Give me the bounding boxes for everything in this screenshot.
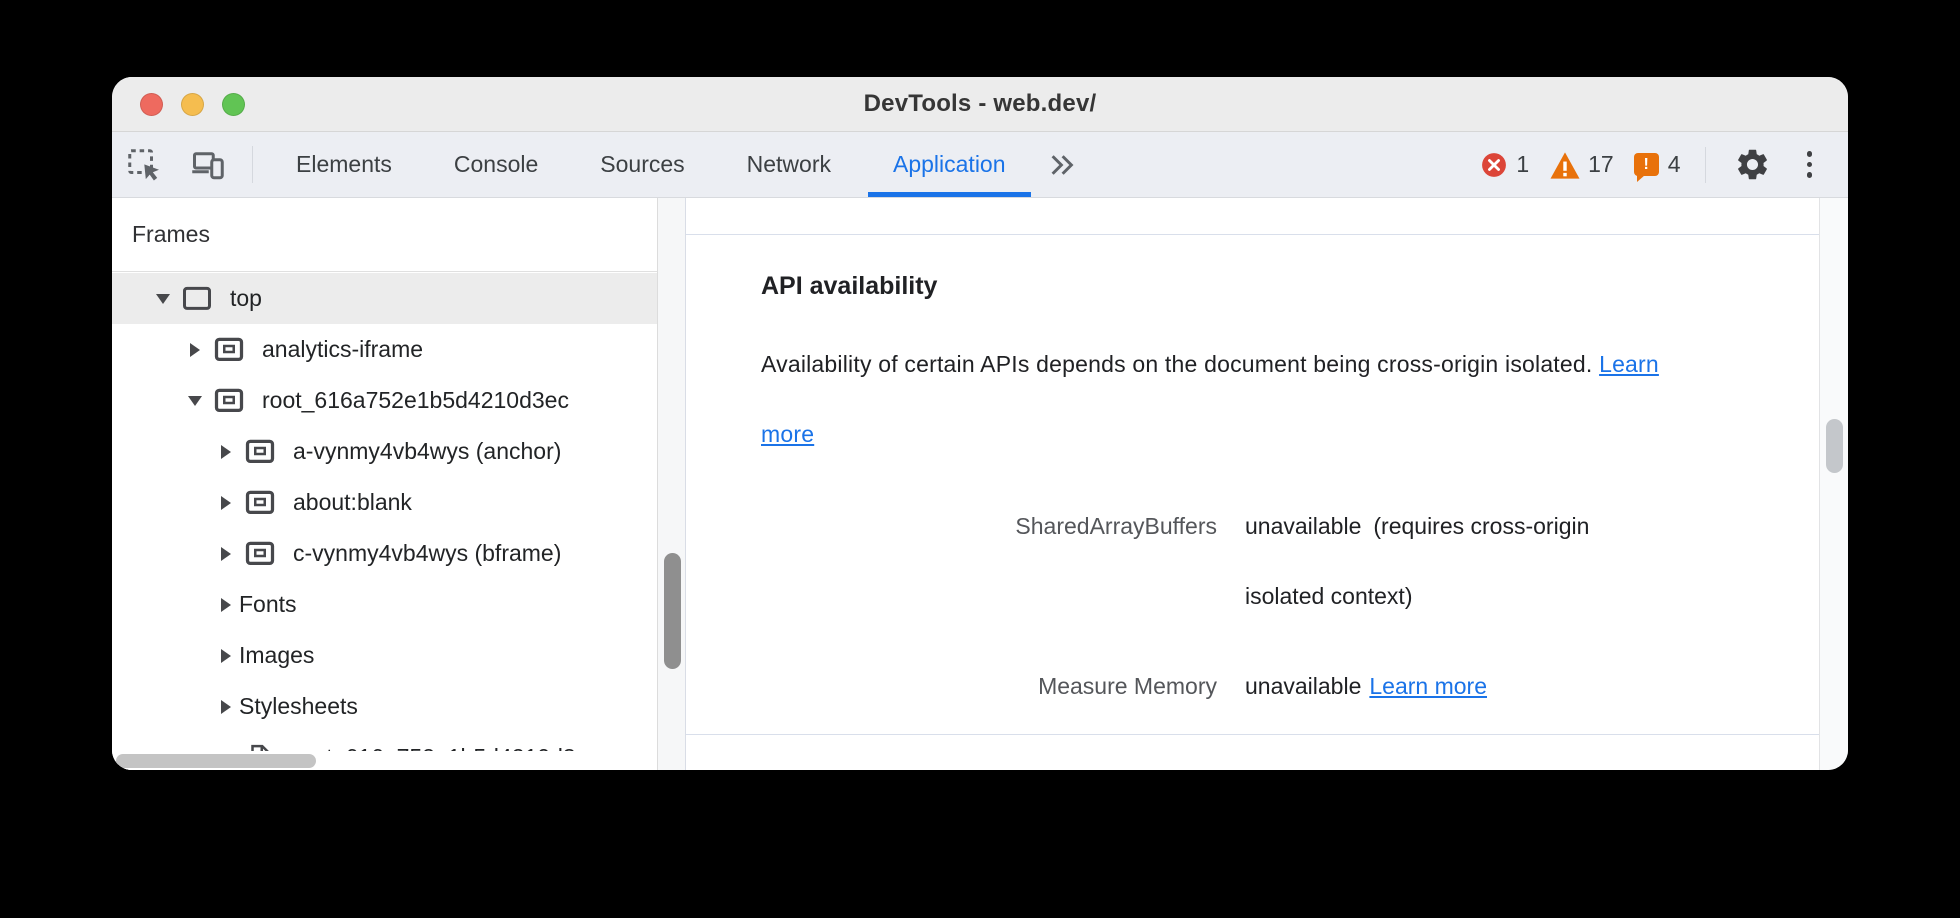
titlebar: DevTools - web.dev/ [112,77,1848,132]
tree-item-label: root_616a752e1b5d4210d3ec [262,387,569,413]
tree-item-stylesheets[interactable]: Stylesheets [112,681,657,732]
more-tabs-button[interactable] [1037,132,1087,197]
tree-item-label: analytics-iframe [262,336,424,362]
error-icon [1481,152,1507,178]
double-chevron-icon [1047,150,1077,180]
sidebar-vertical-scrollbar [657,198,686,770]
tree-item-label: about:blank [293,489,412,515]
tree-item-root-616a752e1b5d4210d3ec[interactable]: root_616a752e1b5d4210d3ec [112,375,657,426]
tree-item-images[interactable]: Images [112,630,657,681]
error-count: 1 [1516,151,1530,177]
iframe-icon [212,386,246,416]
iframe-icon [243,488,277,518]
tab-network[interactable]: Network [746,151,831,177]
api-availability-heading: API availability [761,272,938,300]
api-row-value: unavailable Learn more [1245,651,1675,721]
api-row-label: SharedArrayBuffers [1015,513,1217,539]
traffic-lights [140,77,245,131]
frame-details-view: API availability Availability of certain… [686,198,1819,770]
devtools-toolbar: Elements Console Sources Network Application [112,132,1848,198]
gear-icon [1734,146,1771,183]
chevron-collapsed-icon[interactable] [213,495,239,510]
inspect-cursor-icon [126,147,162,183]
section-divider [686,234,1819,235]
chevron-collapsed-icon[interactable] [213,546,239,561]
tab-application[interactable]: Application [862,132,1037,197]
kebab-dot [1806,161,1812,168]
section-divider [686,734,1819,735]
panel-tabs: Elements Console Sources Network Application [265,132,1037,197]
toolbar-separator [1704,146,1706,183]
sidebar-scrollbar-thumb[interactable] [664,553,681,669]
tree-item-label: Images [239,642,315,668]
kebab-dot [1806,172,1812,178]
tree-item-analytics-iframe[interactable]: analytics-iframe [112,324,657,375]
sidebar-horizontal-scrollbar [112,751,657,770]
chevron-expanded-icon[interactable] [150,293,176,304]
content-vertical-scrollbar [1819,198,1848,770]
tab-console[interactable]: Console [453,151,539,177]
tree-item-c-vynmy4vb4wys-bframe-[interactable]: c-vynmy4vb4wys (bframe) [112,528,657,579]
frames-section-header[interactable]: Frames [112,198,657,272]
console-errors-badge[interactable]: 1 [1481,151,1529,178]
close-window-button[interactable] [140,92,163,116]
tree-item-label: a-vynmy4vb4wys (anchor) [293,438,562,464]
iframe-icon [243,437,277,467]
settings-button[interactable] [1720,146,1785,183]
chevron-collapsed-icon[interactable] [213,699,239,714]
chevron-collapsed-icon[interactable] [182,342,208,357]
tree-item-label: c-vynmy4vb4wys (bframe) [293,540,562,566]
toolbar-separator [252,146,253,183]
warning-icon [1549,151,1580,179]
tree-item-label: Fonts [239,591,297,617]
api-row-measure-memory: Measure Memory unavailable Learn more [686,651,1819,721]
content-scrollbar-thumb[interactable] [1826,419,1843,473]
tree-item-a-vynmy4vb4wys-anchor-[interactable]: a-vynmy4vb4wys (anchor) [112,426,657,477]
description-text: Availability of certain APIs depends on … [761,351,1593,377]
chevron-collapsed-icon[interactable] [213,597,239,612]
tree-item-top[interactable]: top [112,273,657,324]
device-toolbar-icon [190,147,226,183]
toggle-device-toolbar-button[interactable] [176,132,240,197]
issues-icon: ! [1633,153,1659,182]
learn-more-link[interactable]: Learn more [1369,673,1487,699]
tree-item-label: top [230,285,262,311]
api-row-label: Measure Memory [1038,673,1217,699]
issues-count: 4 [1667,151,1681,177]
console-warnings-badge[interactable]: 17 [1549,151,1614,179]
tab-elements[interactable]: Elements [296,151,392,177]
learn-more-link[interactable]: Learn more [761,351,1659,447]
availability-status: unavailable [1245,513,1362,539]
tree-item-fonts[interactable]: Fonts [112,579,657,630]
more-options-button[interactable] [1795,151,1825,178]
frame-icon [180,284,214,314]
iframe-icon [243,539,277,569]
horizontal-scrollbar-thumb[interactable] [116,754,316,768]
warning-count: 17 [1588,151,1614,177]
chevron-expanded-icon[interactable] [182,395,208,406]
kebab-dot [1806,151,1812,157]
devtools-window: DevTools - web.dev/ [112,77,1848,770]
api-row-value: unavailable(requires cross-origin isolat… [1245,491,1675,631]
minimize-window-button[interactable] [181,92,204,116]
inspect-element-button[interactable] [112,132,176,197]
chevron-collapsed-icon[interactable] [213,444,239,459]
tree-item-label: Stylesheets [239,693,358,719]
tab-sources[interactable]: Sources [600,151,685,177]
iframe-icon [212,335,246,365]
availability-note: (requires cross-origin isolated context) [1245,513,1590,609]
api-row-sharedarraybuffers: SharedArrayBuffers unavailable(requires c… [686,491,1819,631]
window-title: DevTools - web.dev/ [863,90,1097,117]
zoom-window-button[interactable] [222,92,245,116]
api-availability-description: Availability of certain APIs depends on … [761,329,1661,469]
chevron-collapsed-icon[interactable] [213,648,239,663]
issues-badge[interactable]: ! 4 [1633,151,1681,182]
availability-status: unavailable [1245,673,1362,699]
tree-item-about-blank[interactable]: about:blank [112,477,657,528]
